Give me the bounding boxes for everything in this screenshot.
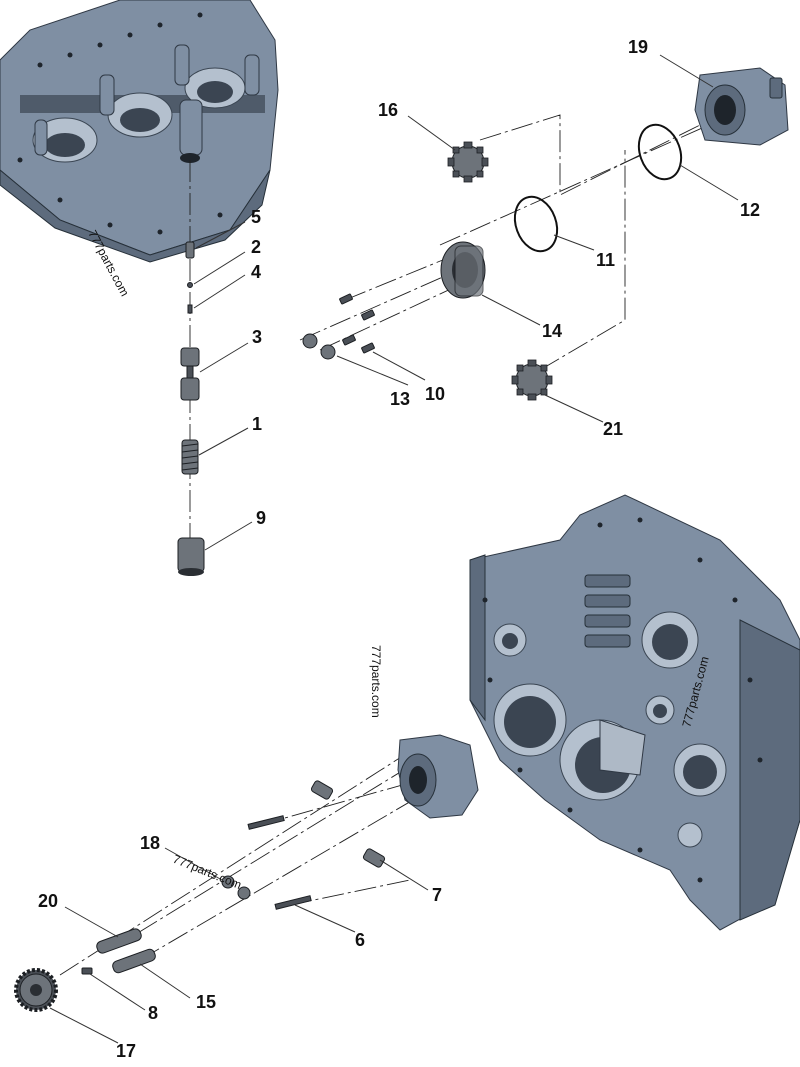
callout-1: 1: [252, 414, 262, 434]
part-11-o-ring: [513, 195, 559, 253]
oil-pump-assembly: [397, 734, 479, 819]
part-13-bushings: [302, 333, 336, 360]
callout-20: 20: [38, 891, 58, 911]
callout-4: 4: [251, 262, 261, 282]
part-7-dowel: [362, 848, 386, 868]
callout-7: 7: [432, 885, 442, 905]
callout-21: 21: [603, 419, 623, 439]
part-5-plug: [185, 241, 195, 259]
part-15-shaft: [112, 948, 156, 974]
leader-lines: [49, 54, 739, 1044]
callout-labels: 5 2 4 3 1 9 16 19 12 11 14 13 10 21 18 7…: [38, 37, 760, 1061]
part-18-bushings: [221, 875, 251, 900]
callout-17: 17: [116, 1041, 136, 1061]
callout-15: 15: [196, 992, 216, 1012]
callout-3: 3: [252, 327, 262, 347]
callout-12: 12: [740, 200, 760, 220]
part-7b-dowel: [310, 780, 334, 800]
callout-5: 5: [251, 207, 261, 227]
callout-9: 9: [256, 508, 266, 528]
part-10-bolts: [339, 293, 375, 354]
part-1-spring: [181, 439, 199, 475]
callout-2: 2: [251, 237, 261, 257]
callout-18: 18: [140, 833, 160, 853]
watermark-2: 777parts.com: [369, 645, 383, 718]
part-9-cap: [177, 537, 205, 576]
part-2-ball: [187, 282, 193, 288]
callout-19: 19: [628, 37, 648, 57]
part-12-o-ring: [637, 123, 683, 181]
part-20-shaft: [96, 928, 142, 954]
callout-13: 13: [390, 389, 410, 409]
callout-8: 8: [148, 1003, 158, 1023]
part-16-gear: [447, 141, 489, 183]
watermark-4: 777parts.com: [171, 852, 244, 892]
part-17-drive-gear: [14, 968, 58, 1012]
part-3-valve: [180, 347, 200, 401]
callout-6: 6: [355, 930, 365, 950]
part-21-gear: [511, 359, 553, 401]
callout-16: 16: [378, 100, 398, 120]
part-8-key: [81, 967, 93, 975]
part-19-pump-cover: [694, 67, 789, 146]
part-14-pump-body: [440, 241, 486, 299]
callout-10: 10: [425, 384, 445, 404]
part-4-pin: [187, 304, 193, 314]
part-6-bolt: [247, 815, 312, 910]
engine-block: [0, 0, 279, 263]
callout-14: 14: [542, 321, 562, 341]
gear-housing: [469, 494, 800, 931]
callout-11: 11: [596, 250, 615, 270]
